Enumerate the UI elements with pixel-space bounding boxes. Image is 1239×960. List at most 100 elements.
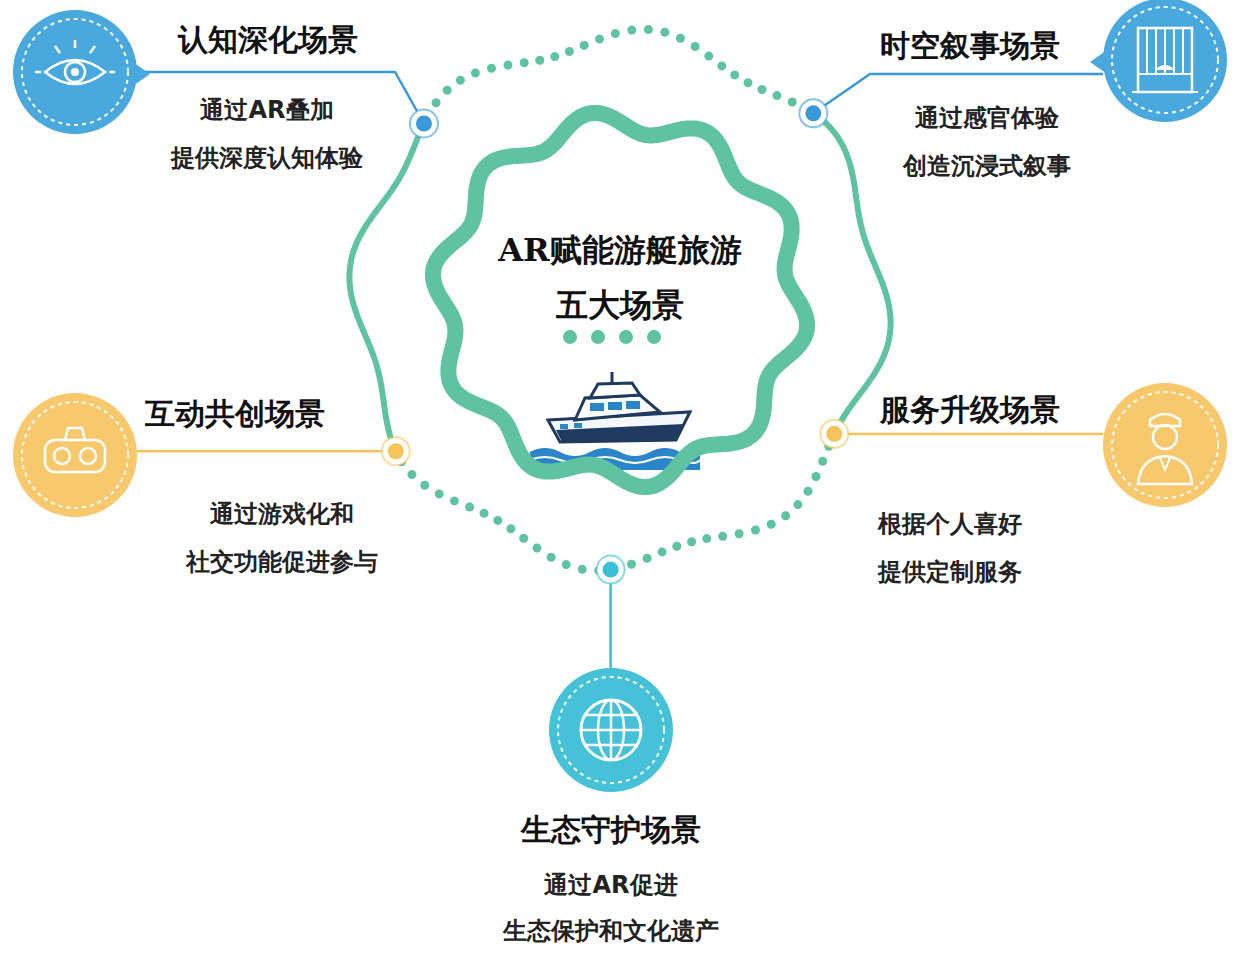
scene-heading: 时空叙事场景 bbox=[870, 28, 1104, 64]
decor-shape bbox=[560, 424, 568, 429]
ring-dot bbox=[627, 560, 636, 569]
decor-shape bbox=[1155, 65, 1175, 70]
decor-shape bbox=[590, 383, 640, 398]
ring-dot bbox=[818, 457, 827, 466]
scene-description: 通过AR促进 生态保护和文化遗产 bbox=[503, 862, 719, 954]
decor-shape bbox=[590, 403, 604, 411]
ring-dot bbox=[658, 547, 667, 556]
ring-dot bbox=[718, 532, 727, 541]
marker-ring bbox=[597, 556, 625, 584]
decor-shape bbox=[522, 355, 703, 472]
ring-dot bbox=[702, 534, 711, 543]
scene-heading: 生态守护场景 bbox=[409, 812, 813, 848]
decor-shape bbox=[549, 668, 673, 792]
decor-shape bbox=[1153, 425, 1177, 449]
ring-dot bbox=[520, 58, 529, 67]
marker-dot bbox=[388, 443, 404, 459]
ring-dot bbox=[751, 526, 760, 535]
ring-dot bbox=[812, 472, 821, 481]
icon-staff bbox=[1103, 383, 1227, 507]
ring-dot bbox=[793, 500, 802, 509]
ring-dot bbox=[565, 47, 574, 56]
ring-dot bbox=[519, 534, 528, 543]
ring-dot bbox=[691, 42, 700, 51]
ring-dot bbox=[704, 52, 713, 61]
ring-dot bbox=[443, 86, 452, 95]
icon-eye bbox=[13, 10, 150, 134]
decor-shape bbox=[45, 440, 105, 472]
icon-window bbox=[1090, 0, 1227, 122]
ring-dot bbox=[687, 537, 696, 546]
ring-dot bbox=[735, 529, 744, 538]
ring-dot bbox=[744, 78, 753, 87]
decor-shape bbox=[626, 401, 640, 409]
decor-shape bbox=[1132, 28, 1198, 92]
icon-vr-goggles bbox=[13, 393, 137, 517]
ring-dot bbox=[772, 91, 781, 100]
marker-ring bbox=[820, 420, 848, 448]
decor-shape bbox=[581, 700, 641, 760]
decor-shape bbox=[13, 393, 137, 517]
decor-shape bbox=[591, 330, 605, 344]
ring-dot bbox=[717, 61, 726, 70]
marker-dot bbox=[805, 105, 821, 121]
center-title: AR赋能游艇旅游 五大场景 bbox=[498, 223, 741, 333]
leader-line bbox=[137, 450, 396, 453]
ring-dot bbox=[767, 520, 776, 529]
scene-block: 服务升级场景根据个人喜好 提供定制服务 bbox=[872, 392, 1106, 596]
ring-solid bbox=[349, 124, 424, 452]
ring-dot bbox=[465, 503, 474, 512]
ring-dot bbox=[407, 470, 416, 479]
scene-heading: 认知深化场景 bbox=[130, 22, 404, 58]
decor-shape bbox=[71, 68, 79, 76]
marker-ring bbox=[382, 437, 410, 465]
decor-shape bbox=[1112, 392, 1218, 498]
scene-description: 根据个人喜好 提供定制服务 bbox=[878, 500, 1022, 596]
scene-description: 通过AR叠加 提供深度认知体验 bbox=[171, 86, 363, 182]
scene-heading: 互动共创场景 bbox=[140, 396, 424, 432]
ring-dot bbox=[456, 76, 465, 85]
ring-dot bbox=[730, 70, 739, 79]
ring-dot bbox=[627, 26, 636, 35]
ring-dot bbox=[504, 61, 513, 70]
decor-shape bbox=[1112, 7, 1218, 113]
marker-dot bbox=[416, 115, 432, 131]
ring-dot bbox=[595, 35, 604, 44]
ring-dot bbox=[643, 554, 652, 563]
center-wavy-circle: AR赋能游艇旅游 五大场景 bbox=[420, 100, 820, 500]
decor-shape bbox=[1103, 0, 1227, 122]
ring-dot bbox=[420, 481, 429, 490]
decor-shape bbox=[54, 448, 70, 464]
leader-lines bbox=[137, 72, 1103, 668]
ring-dot bbox=[471, 69, 480, 78]
decor-shape bbox=[1160, 458, 1170, 470]
ring-dot bbox=[562, 560, 571, 569]
decor-shape bbox=[574, 423, 582, 428]
ring-dot bbox=[660, 28, 669, 37]
decor-shape bbox=[619, 330, 633, 344]
decor-shape bbox=[45, 60, 105, 84]
decor-shape bbox=[608, 402, 622, 410]
decor-shape bbox=[22, 19, 128, 125]
decor-shape bbox=[563, 330, 577, 344]
scene-block: 生态守护场景通过AR促进 生态保护和文化遗产 bbox=[409, 812, 813, 954]
scene-description: 通过感官体验 创造沉浸式叙事 bbox=[903, 94, 1071, 190]
decor-shape bbox=[80, 448, 96, 464]
decor-shape bbox=[647, 330, 661, 344]
ring-dot bbox=[672, 542, 681, 551]
outer-ring bbox=[349, 25, 890, 575]
ring-dot bbox=[804, 487, 813, 496]
decor-shape bbox=[1138, 456, 1192, 484]
ring-dot bbox=[480, 509, 489, 518]
ring-dot bbox=[758, 85, 767, 94]
marker-dot bbox=[603, 562, 619, 578]
ring-dot bbox=[547, 553, 556, 562]
decor-shape bbox=[581, 700, 641, 760]
ring-dot bbox=[788, 98, 797, 107]
ring-markers bbox=[382, 99, 848, 583]
yacht-illustration bbox=[522, 355, 703, 472]
ring-dot bbox=[550, 52, 559, 61]
decor-shape bbox=[556, 424, 684, 442]
ring-dot bbox=[611, 29, 620, 38]
